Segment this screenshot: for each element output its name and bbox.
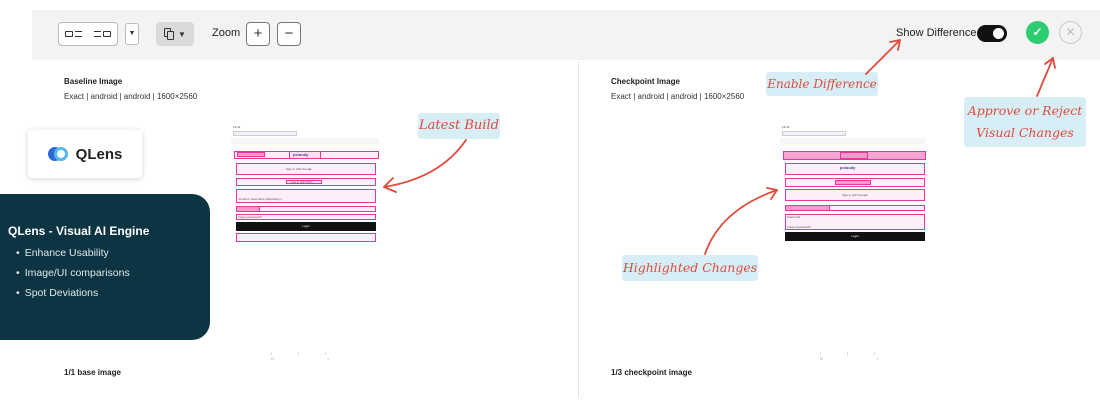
phone-status: 12:41 (782, 125, 790, 129)
info-panel: QLens - Visual AI Engine Enhance Usabili… (0, 194, 210, 340)
google-signin-text: Sign in with Google (286, 167, 312, 171)
side-by-side-icon[interactable] (59, 23, 88, 45)
email-field: Email or Username (Mandatory) (239, 197, 282, 201)
baseline-footer: 1/1 base image (64, 368, 121, 377)
diff-highlight (785, 205, 925, 211)
feature-item: Image/UI comparisons (16, 267, 210, 279)
overlay-icon[interactable] (88, 23, 117, 45)
approve-reject-arrow (1036, 57, 1054, 97)
latest-build-arrow (383, 139, 467, 188)
login-button-mock: Login (236, 222, 376, 231)
phone-logo: pcloudy (840, 165, 856, 170)
enable-difference-arrow (865, 39, 901, 75)
baseline-screenshot[interactable]: 12:41 pcloudy Sign in with Google Log in… (231, 125, 379, 361)
toggle-knob (993, 28, 1004, 39)
copy-icon (164, 28, 175, 40)
highlighted-changes-arrowhead (766, 187, 778, 200)
browser-url-bar (780, 138, 926, 144)
check-icon: ✓ (1032, 25, 1043, 39)
forgot-password-text: Forgot password? (238, 215, 263, 219)
browser-tab (782, 131, 846, 136)
diff-highlight (840, 152, 868, 159)
diff-highlight (237, 152, 265, 157)
enable-difference-callout: Enable Difference (766, 72, 878, 96)
diff-highlight (835, 180, 871, 185)
view-mode-toggle[interactable] (58, 22, 118, 46)
checkpoint-meta: Exact | android | android | 1600×2560 (611, 92, 745, 101)
diff-highlight (236, 206, 260, 212)
zoom-in-button[interactable]: + (246, 22, 270, 46)
baseline-title: Baseline Image (64, 77, 123, 86)
browser-tab (233, 131, 297, 136)
diff-highlight (785, 189, 925, 201)
highlighted-changes-callout: Highlighted Changes (622, 255, 758, 281)
diff-highlight (236, 178, 376, 186)
approve-reject-callout: Approve or Reject Visual Changes (964, 97, 1086, 147)
close-icon: ✕ (1065, 25, 1076, 39)
copy-dropdown[interactable]: ▼ (156, 22, 194, 46)
qlens-logo-card: QLens (28, 130, 142, 178)
enable-difference-arrowhead (889, 39, 901, 51)
diff-highlight (785, 163, 925, 175)
google-signin-text: Sign in with Google (842, 193, 868, 197)
forgot-password-text: Forgot password? (787, 225, 812, 229)
latest-build-arrowhead (383, 177, 397, 193)
reject-button[interactable]: ✕ (1059, 21, 1082, 44)
highlighted-changes-arrow (704, 189, 778, 255)
baseline-meta: Exact | android | android | 1600×2560 (64, 92, 198, 101)
toolbar: ▼ ▼ Zoom + − Show Difference ✓ ✕ (32, 10, 1100, 60)
diff-highlight (236, 163, 376, 175)
checkpoint-screenshot[interactable]: 12:41 pcloudy Sign in with Google Passwo… (780, 125, 926, 361)
chevron-down-icon: ▼ (178, 29, 186, 39)
diff-highlight (785, 178, 925, 187)
pane-divider (578, 62, 579, 398)
diff-highlight (289, 151, 321, 159)
zoom-label: Zoom (212, 27, 241, 39)
show-difference-label: Show Difference (896, 27, 977, 39)
approve-reject-arrowhead (1044, 57, 1056, 69)
chevron-down-icon: ▼ (128, 30, 136, 37)
show-difference-toggle[interactable] (977, 25, 1007, 42)
qlens-name: QLens (75, 145, 123, 163)
diff-highlight (783, 151, 926, 160)
password-text: Password (787, 215, 801, 219)
approve-button[interactable]: ✓ (1026, 21, 1049, 44)
qlens-logo-icon (47, 147, 68, 161)
diff-highlight (236, 233, 376, 242)
phone-logo: pcloudy (293, 152, 309, 157)
phone-status: 12:41 (233, 125, 241, 129)
sso-text: Log in with SSO (291, 180, 313, 184)
checkpoint-footer: 1/3 checkpoint image (611, 368, 692, 377)
diff-highlight (785, 214, 925, 230)
info-panel-title: QLens - Visual AI Engine (8, 224, 150, 238)
checkpoint-title: Checkpoint Image (611, 77, 680, 86)
login-button-mock: Login (785, 232, 925, 241)
browser-url-bar (231, 138, 379, 144)
view-mode-dropdown[interactable]: ▼ (125, 23, 139, 45)
diff-highlight (236, 214, 376, 220)
feature-item: Enhance Usability (16, 247, 210, 259)
diff-highlight (286, 180, 322, 184)
zoom-out-button[interactable]: − (277, 22, 301, 46)
latest-build-callout: Latest Build (418, 113, 500, 139)
feature-item: Spot Deviations (16, 287, 210, 299)
android-nav-bar: III O < (271, 351, 356, 361)
android-nav-bar: III O < (820, 351, 905, 361)
diff-highlight (236, 189, 376, 203)
